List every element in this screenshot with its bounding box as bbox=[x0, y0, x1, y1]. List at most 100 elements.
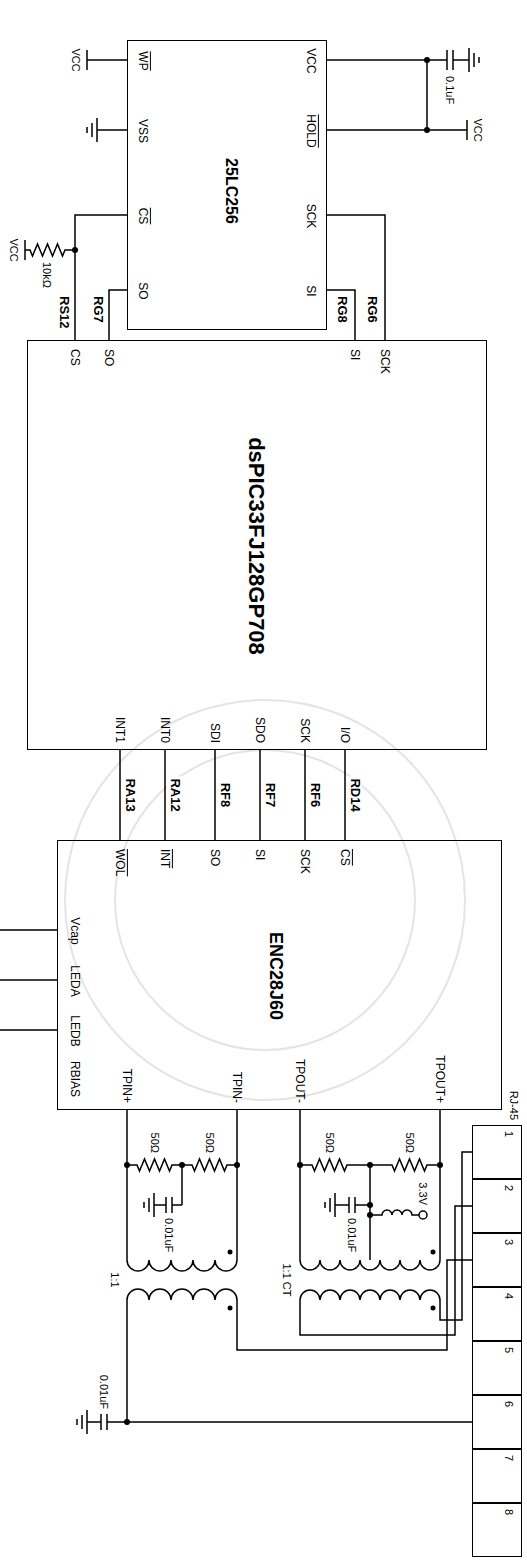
junction-dot bbox=[234, 1162, 240, 1168]
connector-pin: 6 bbox=[472, 1395, 522, 1449]
signal-wire bbox=[259, 750, 261, 840]
junction-dot bbox=[367, 1212, 373, 1218]
junction-dot bbox=[124, 1419, 130, 1425]
pin-label: VSS bbox=[135, 119, 149, 143]
capacitor-value: 0.01uF bbox=[163, 1218, 176, 1252]
net-label: RF7 bbox=[262, 781, 277, 810]
pin-label: SCK bbox=[297, 849, 311, 874]
pin-number: 7 bbox=[503, 1455, 516, 1461]
capacitor-symbol bbox=[335, 1197, 370, 1213]
transformer-winding bbox=[300, 1290, 440, 1300]
pin-label: TPOUT- bbox=[292, 1059, 306, 1103]
connector-pin: 4 bbox=[472, 1287, 522, 1341]
signal-wire bbox=[164, 750, 166, 840]
ground-symbol bbox=[144, 1193, 154, 1217]
supply-wire bbox=[327, 60, 467, 140]
chip-name: ENC28J60 bbox=[266, 932, 287, 1020]
polarity-dot bbox=[228, 1306, 233, 1311]
junction-dot bbox=[124, 1162, 130, 1168]
pin-number: 6 bbox=[503, 1401, 516, 1407]
junction-dot bbox=[367, 1202, 373, 1208]
net-label: RG7 bbox=[90, 294, 105, 325]
transformer-winding bbox=[300, 1260, 440, 1270]
pin-label: LEDB bbox=[67, 1015, 81, 1046]
pin-label: I/O bbox=[337, 727, 351, 743]
watermark-ring bbox=[65, 700, 465, 1100]
eeprom-chip: 25LC256WPVSSCSSOVCCHOLDSCKSI bbox=[127, 40, 327, 330]
polarity-dot bbox=[228, 1250, 233, 1255]
resistor-value: 10kΩ bbox=[41, 262, 54, 288]
watermark-seal bbox=[65, 700, 465, 1100]
pin-label: SCK bbox=[377, 349, 391, 374]
pin-number: 1 bbox=[503, 1131, 516, 1137]
supply-label: VCC bbox=[472, 118, 485, 141]
resistor-value: 50Ω bbox=[149, 1133, 162, 1153]
signal-wire bbox=[304, 750, 306, 840]
pin-label: SI bbox=[347, 349, 361, 360]
supply-label: 3.3V bbox=[417, 1182, 430, 1205]
signal-wire bbox=[344, 750, 346, 840]
resistor-symbol bbox=[25, 240, 75, 260]
pin-label: SCK bbox=[303, 204, 317, 229]
net-label: RA13 bbox=[122, 776, 137, 813]
connector-pin: 1 bbox=[472, 1125, 522, 1179]
net-label: RG6 bbox=[364, 294, 379, 325]
connector-pin: 5 bbox=[472, 1341, 522, 1395]
chip-name: dsPIC33FJ128GP708 bbox=[243, 437, 268, 655]
signal-wire bbox=[214, 750, 216, 840]
connector-pin: 2 bbox=[472, 1179, 522, 1233]
net-label: RS12 bbox=[56, 294, 71, 331]
pin-label: INT0 bbox=[157, 717, 171, 743]
pin-label: TPIN+ bbox=[119, 1069, 133, 1103]
pin-label: INT1 bbox=[112, 717, 126, 743]
signal-wire bbox=[327, 215, 385, 340]
inductor-symbol bbox=[370, 1210, 419, 1215]
signal-wire bbox=[75, 215, 127, 340]
capacitor-symbol bbox=[87, 1414, 127, 1430]
junction-dot bbox=[437, 1162, 443, 1168]
pin-label: VCC bbox=[303, 48, 317, 73]
signal-wire bbox=[109, 290, 127, 340]
microcontroller-chip: dsPIC33FJ128GP708CSSOSISCKINT1INT0SDISDO… bbox=[27, 340, 487, 750]
pin-label: SI bbox=[252, 849, 266, 860]
signal-wire bbox=[300, 1110, 440, 1260]
pin-label: WP bbox=[135, 51, 149, 70]
connector-pin: 3 bbox=[472, 1233, 522, 1287]
ground-symbol bbox=[469, 48, 479, 72]
pin-label: HOLD bbox=[303, 114, 317, 147]
pin-label: SI bbox=[303, 285, 317, 296]
transformer-ratio: 1:1 bbox=[109, 1272, 122, 1287]
pin-label: SCK bbox=[297, 718, 311, 743]
pin-number: 2 bbox=[503, 1185, 516, 1191]
pin-label: SO bbox=[135, 282, 149, 299]
pin-label: WOL bbox=[112, 849, 126, 876]
resistor-value: 50Ω bbox=[324, 1133, 337, 1153]
signal-wire bbox=[127, 1110, 237, 1260]
junction-dot bbox=[424, 127, 430, 133]
resistor-value: 50Ω bbox=[404, 1133, 417, 1153]
junction-dot bbox=[297, 1162, 303, 1168]
pin-label: CS bbox=[337, 849, 351, 866]
junction-dot bbox=[179, 1162, 185, 1168]
connector-pin: 8 bbox=[472, 1503, 522, 1557]
ground-symbol bbox=[325, 1193, 335, 1217]
net-label: RA12 bbox=[167, 776, 182, 813]
signal-wire bbox=[127, 1260, 472, 1422]
pin-label: SDI bbox=[207, 723, 221, 743]
capacitor-value: 0.01uF bbox=[346, 1218, 359, 1252]
pin-label: INT bbox=[157, 849, 171, 868]
ground-symbol bbox=[87, 118, 97, 142]
resistor-value: 50Ω bbox=[204, 1133, 217, 1153]
pin-label: RBIAS bbox=[67, 1061, 81, 1097]
net-label: RF8 bbox=[217, 781, 232, 810]
transformer-ratio: 1:1 CT bbox=[281, 1263, 294, 1296]
transformer-winding bbox=[127, 1260, 237, 1271]
pin-label: CS bbox=[135, 208, 149, 225]
ethernet-chip: ENC28J60CSSCKSISOINTWOLVcapLEDALEDBRBIAS… bbox=[57, 840, 502, 1110]
capacitor-symbol bbox=[427, 50, 469, 70]
pin-label: TPIN- bbox=[229, 1072, 243, 1103]
pin-label: SDO bbox=[252, 717, 266, 743]
polarity-dot bbox=[431, 1250, 436, 1255]
net-label: RG8 bbox=[334, 294, 349, 325]
supply-label: VCC bbox=[8, 238, 21, 261]
